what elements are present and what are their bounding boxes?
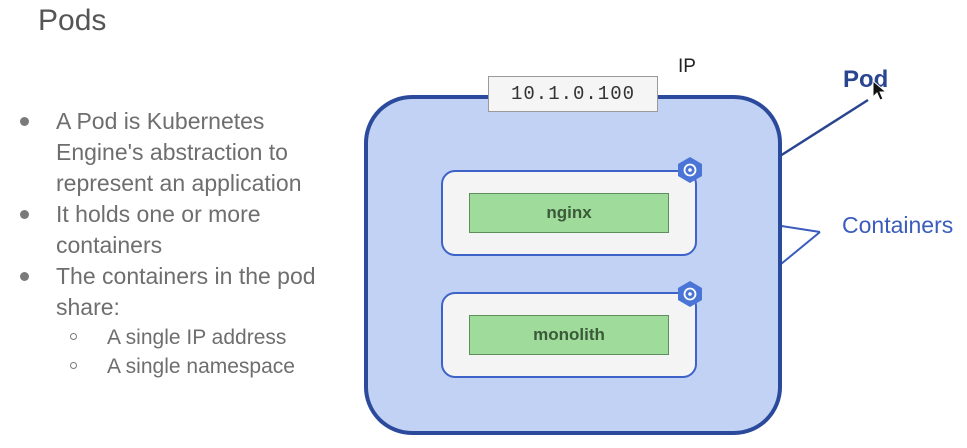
bullet-text: The containers in the pod share:: [56, 263, 316, 320]
containers-label: Containers: [842, 212, 954, 238]
bullet-item: It holds one or more containers: [14, 199, 344, 261]
bullet-dot-icon: [20, 117, 29, 126]
container-card-nginx: nginx: [441, 170, 697, 256]
slide-title: Pods: [38, 4, 107, 37]
bullet-dot-icon: [20, 210, 29, 219]
ip-address-box: 10.1.0.100: [488, 76, 658, 112]
sub-bullet-text: A single namespace: [107, 355, 295, 378]
sub-bullet-text: A single IP address: [107, 326, 287, 349]
bullet-text: It holds one or more containers: [56, 201, 261, 258]
mouse-cursor-icon: [872, 80, 888, 101]
sub-bullet-ring-icon: [70, 362, 77, 369]
bullet-text: A Pod is Kubernetes Engine's abstraction…: [56, 108, 302, 196]
container-monolith: monolith: [469, 315, 669, 355]
bullet-item: The containers in the pod share:: [14, 261, 344, 323]
bullet-dot-icon: [20, 272, 29, 281]
pod-connector-line: [779, 98, 869, 158]
sub-bullet-ring-icon: [70, 333, 77, 340]
pod-body: [364, 95, 782, 435]
sub-bullet-item: A single namespace: [14, 352, 344, 381]
container-card-monolith: monolith: [441, 292, 697, 378]
bullet-item: A Pod is Kubernetes Engine's abstraction…: [14, 106, 344, 199]
bullet-list: A Pod is Kubernetes Engine's abstraction…: [14, 106, 344, 381]
ip-label: IP: [678, 56, 696, 77]
container-nginx: nginx: [469, 193, 669, 233]
sub-bullet-item: A single IP address: [14, 323, 344, 352]
container-hexagon-icon: [678, 281, 702, 307]
container-hexagon-icon: [678, 157, 702, 183]
